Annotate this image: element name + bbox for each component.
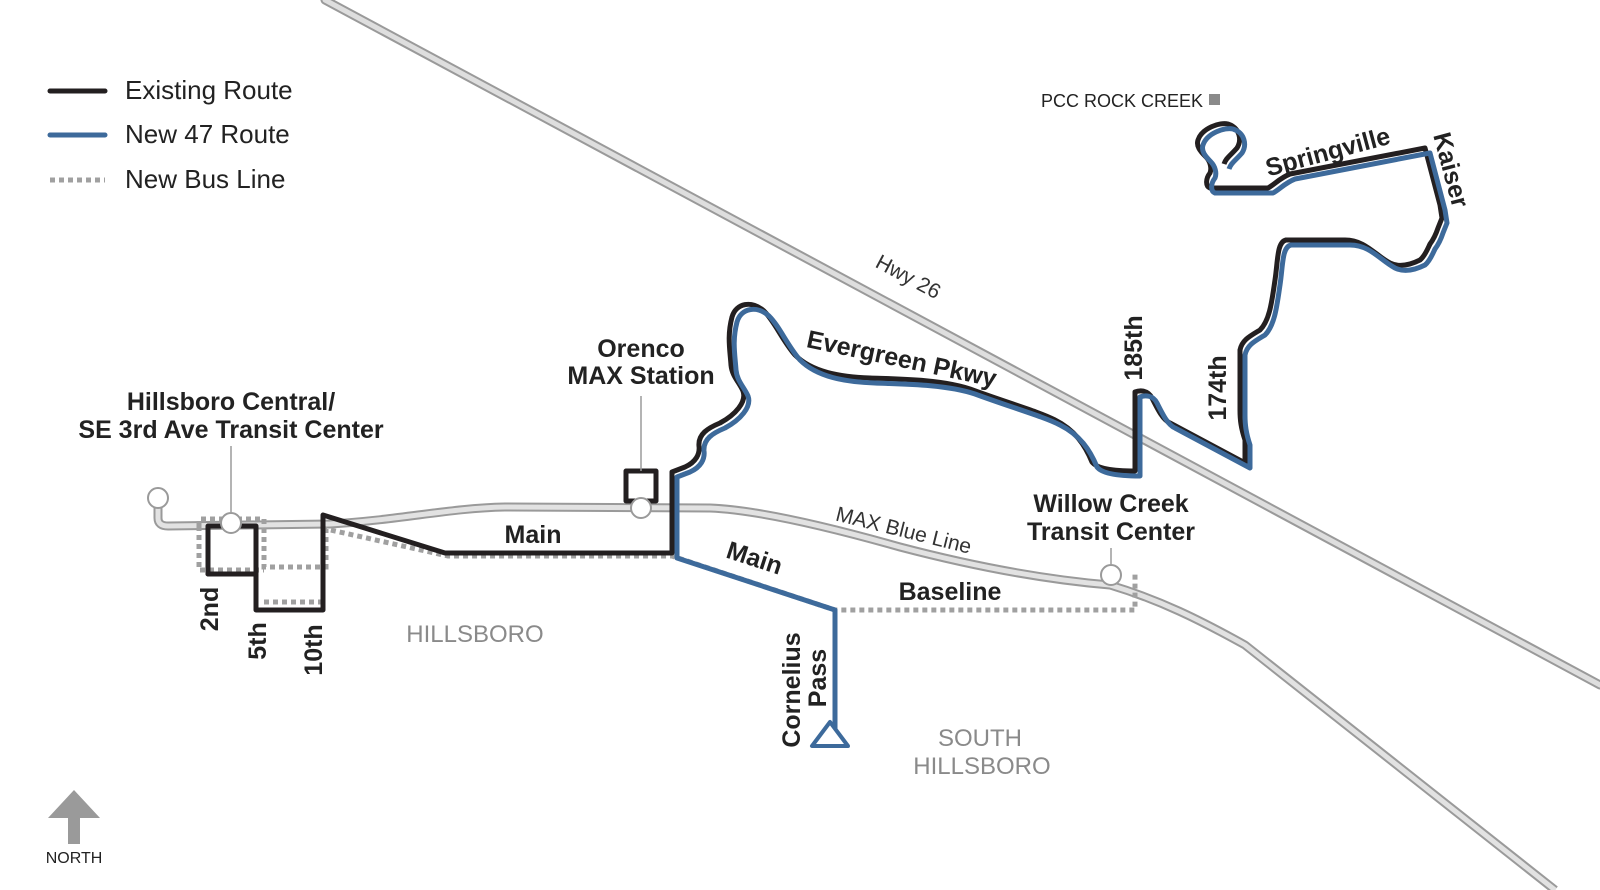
north-arrow-icon	[48, 790, 100, 844]
orenco-station-label-2: MAX Station	[567, 362, 714, 390]
north-label: NORTH	[46, 850, 103, 867]
street-baseline: Baseline	[899, 578, 1002, 606]
max-blue-line	[153, 498, 1558, 890]
area-hillsboro: HILLSBORO	[406, 621, 543, 648]
hillsboro-station-label-1: Hillsboro Central/	[127, 388, 335, 416]
willow-creek-label-2: Transit Center	[1027, 518, 1195, 546]
pcc-rock-creek-label: PCC ROCK CREEK	[1041, 91, 1203, 111]
street-174th: 174th	[1204, 355, 1232, 420]
street-2nd: 2nd	[196, 587, 224, 631]
hillsboro-station-marker	[220, 512, 242, 534]
willow-creek-station-marker	[1100, 564, 1122, 586]
legend-existing-label: Existing Route	[125, 75, 293, 105]
street-main-west: Main	[505, 521, 562, 549]
legend-new-bus-label: New Bus Line	[125, 164, 285, 194]
existing-route-line	[205, 121, 1445, 613]
route-terminus-icon	[810, 720, 850, 748]
hillsboro-station-label-2: SE 3rd Ave Transit Center	[78, 416, 383, 444]
legend-new-route-label: New 47 Route	[125, 119, 290, 149]
pcc-rock-creek-marker	[1209, 94, 1220, 105]
new-47-route-line	[674, 126, 1450, 743]
street-cornelius-2: Pass	[804, 649, 832, 707]
street-10th: 10th	[300, 624, 328, 675]
legend: Existing Route New 47 Route New Bus Line	[47, 75, 293, 194]
orenco-station-label-1: Orenco	[597, 335, 685, 363]
street-cornelius-1: Cornelius	[778, 632, 806, 747]
max-terminus-marker	[147, 487, 169, 509]
area-south-hillsboro-2: HILLSBORO	[913, 753, 1050, 780]
hwy-26-line	[320, 0, 1600, 690]
area-south-hillsboro-1: SOUTH	[938, 725, 1022, 752]
new-bus-line	[196, 516, 1138, 613]
orenco-station-marker	[630, 497, 652, 519]
street-5th: 5th	[244, 622, 272, 660]
street-185th: 185th	[1120, 315, 1148, 380]
willow-creek-label-1: Willow Creek	[1033, 490, 1188, 518]
